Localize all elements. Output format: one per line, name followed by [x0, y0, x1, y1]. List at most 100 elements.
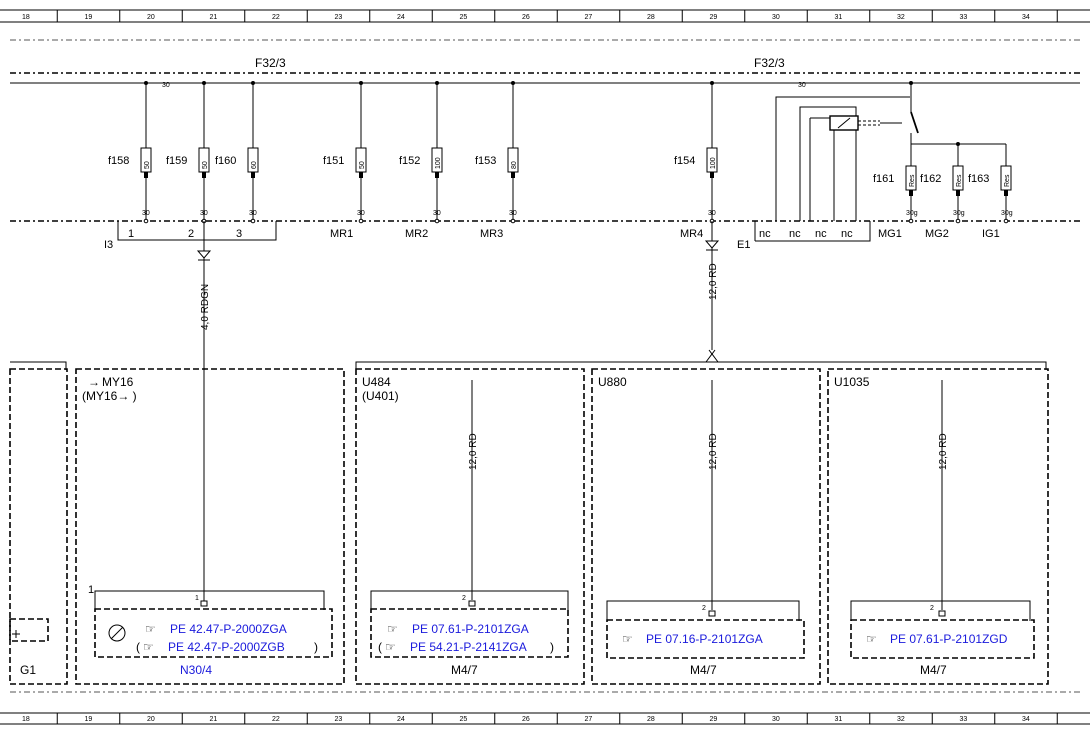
fuse-name: f162 — [920, 173, 941, 185]
fuse-name: f151 — [323, 155, 344, 167]
bus-label-left: F32/3 — [255, 56, 286, 70]
hand-pointer-icon: ☞ — [145, 622, 156, 636]
hand-pointer-icon: ☞ — [385, 640, 396, 654]
column-number: 33 — [960, 716, 968, 723]
column-number: 21 — [210, 716, 218, 723]
fuse-terminal: 30 — [509, 210, 517, 217]
u1035-ref-1[interactable]: PE 07.61-P-2101ZGD — [890, 632, 1008, 646]
column-number: 23 — [335, 14, 343, 21]
u484-pin: 2 — [462, 595, 466, 602]
column-number: 20 — [147, 14, 155, 21]
u880-wire-label: 12,0 RD — [708, 433, 719, 470]
fuse-terminal: 30g — [953, 210, 965, 217]
hand-pointer-icon: ☞ — [866, 632, 877, 646]
wire-label-rd-main: 12,0 RD — [708, 263, 719, 300]
u1035-component: M4/7 — [920, 663, 947, 677]
fuse-terminal: 30 — [200, 210, 208, 217]
fuse-rating: Res — [956, 174, 963, 187]
connector-mr4: MR4 — [680, 228, 703, 240]
column-number: 21 — [210, 14, 218, 21]
fuse-terminal: 30g — [906, 210, 918, 217]
fuse-terminal: 30 — [357, 210, 365, 217]
fuse-terminal: 30 — [433, 210, 441, 217]
fuse-rating: 50 — [144, 161, 151, 169]
column-number: 22 — [272, 716, 280, 723]
section-my16: → MY16 (MY16→ ) 1 1 ☞ PE 42.47-P-2000ZGA… — [82, 375, 333, 677]
fuse-name: f163 — [968, 173, 989, 185]
fuse-name: f158 — [108, 155, 129, 167]
column-number: 19 — [85, 716, 93, 723]
column-number: 32 — [897, 14, 905, 21]
my16-ref-2[interactable]: PE 42.47-P-2000ZGB — [168, 640, 285, 654]
hand-pointer-icon: ☞ — [622, 632, 633, 646]
column-number: 20 — [147, 716, 155, 723]
fuse-rating: 50 — [359, 161, 366, 169]
column-number: 22 — [272, 14, 280, 21]
my16-pin: 1 — [195, 595, 199, 602]
column-number: 18 — [22, 14, 30, 21]
column-number: 34 — [1022, 716, 1030, 723]
fuse-name: f159 — [166, 155, 187, 167]
column-number: 31 — [835, 14, 843, 21]
rail-label-right: 30 — [798, 82, 806, 89]
my16-ref-1[interactable]: PE 42.47-P-2000ZGA — [170, 622, 287, 636]
column-number: 25 — [460, 716, 468, 723]
e1-pin-3: nc — [815, 228, 827, 240]
column-number: 26 — [522, 14, 530, 21]
fuse-rating: 100 — [435, 157, 442, 169]
connector-ig1: IG1 — [982, 228, 1000, 240]
i3-pin-3: 3 — [236, 228, 242, 240]
hand-pointer-icon: ☞ — [143, 640, 154, 654]
fuse-rating: 100 — [710, 157, 717, 169]
my16-title: MY16 — [102, 375, 134, 389]
relay-e1 — [754, 81, 1006, 242]
column-number: 25 — [460, 14, 468, 21]
column-number: 29 — [710, 716, 718, 723]
variant-box-u1035 — [827, 368, 1049, 685]
section-u484: U484 (U401) 12,0 RD 2 ☞ PE 07.61-P-2101Z… — [362, 375, 569, 677]
fuse-name: f152 — [399, 155, 420, 167]
column-number: 28 — [647, 716, 655, 723]
fuse-name: f153 — [475, 155, 496, 167]
u1035-wire-label: 12,0 RD — [938, 433, 949, 470]
u1035-title: U1035 — [834, 375, 870, 389]
my16-component[interactable]: N30/4 — [180, 663, 212, 677]
connector-mr3: MR3 — [480, 228, 503, 240]
e1-pin-4: nc — [841, 228, 853, 240]
connector-i3: I3 — [104, 239, 113, 251]
column-number: 19 — [85, 14, 93, 21]
column-number: 32 — [897, 716, 905, 723]
fuse-group: 50f1583050f1593060f1603050f15130100f1523… — [108, 81, 1013, 224]
column-number: 24 — [397, 14, 405, 21]
arrow-icon: → — [88, 375, 100, 389]
svg-text:(: ( — [378, 640, 382, 654]
my16-block-pin: 1 — [88, 584, 94, 596]
column-number: 18 — [22, 716, 30, 723]
e1-pin-2: nc — [789, 228, 801, 240]
u880-pin: 2 — [702, 605, 706, 612]
variant-box-my16 — [75, 368, 345, 685]
u880-component: M4/7 — [690, 663, 717, 677]
u484-title: U484 — [362, 375, 391, 389]
ground-g1: G1 — [9, 618, 49, 677]
fuse-terminal: 30 — [708, 210, 716, 217]
svg-text:): ) — [314, 640, 318, 654]
bracket-peak — [705, 353, 719, 363]
u880-ref-1[interactable]: PE 07.16-P-2101ZGA — [646, 632, 763, 646]
u484-ref-1[interactable]: PE 07.61-P-2101ZGA — [412, 622, 529, 636]
section-u880: U880 12,0 RD 2 ☞ PE 07.16-P-2101ZGA M4/7 — [598, 375, 805, 677]
label-g1: G1 — [20, 663, 36, 677]
hand-pointer-icon: ☞ — [387, 622, 398, 636]
wire-label-rdgn: 4,0 RDGN — [200, 284, 211, 330]
section-u1035: U1035 12,0 RD 2 ☞ PE 07.61-P-2101ZGD M4/… — [834, 375, 1035, 677]
u484-ref-2[interactable]: PE 54.21-P-2141ZGA — [410, 640, 527, 654]
left-bracket — [10, 361, 67, 370]
fuse-name: f161 — [873, 173, 894, 185]
connector-labels: I3 1 2 3 MR1 MR2 MR3 MR4 E1 nc nc nc nc … — [104, 228, 1000, 251]
